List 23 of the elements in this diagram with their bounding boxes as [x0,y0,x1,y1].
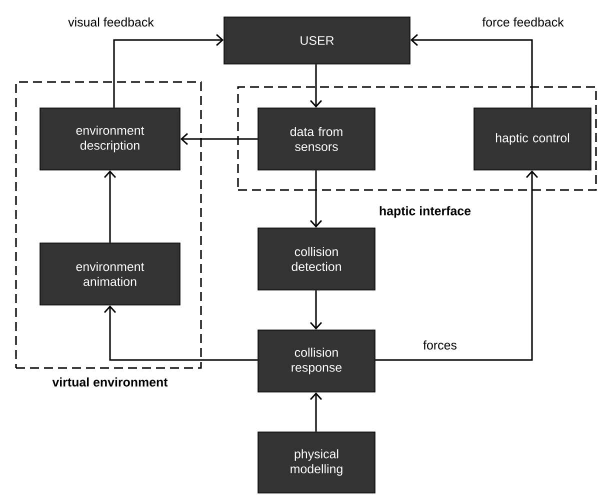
arrow [310,170,322,228]
edge-label: visual feedback [67,16,155,28]
process-box: environment animation [40,242,180,306]
group-heading: virtual environment [52,377,168,387]
process-box: collision detection [258,228,376,290]
arrow [310,64,322,108]
edge-label: forces [422,339,458,351]
process-box: USER [224,16,410,64]
arrow [180,132,258,146]
arrow [104,305,258,361]
arrow [375,170,538,361]
arrow [410,34,533,108]
process-box: haptic control [474,108,592,170]
process-box: data from sensors [258,108,376,170]
arrow [310,290,322,330]
arrow [113,34,224,108]
process-box: environment description [40,108,180,170]
edge-label: force feedback [481,16,565,28]
arrow [310,392,322,432]
group-heading: haptic interface [380,206,471,218]
process-box: collision response [258,330,376,392]
process-box: physical modelling [258,432,376,494]
arrow [104,170,116,243]
